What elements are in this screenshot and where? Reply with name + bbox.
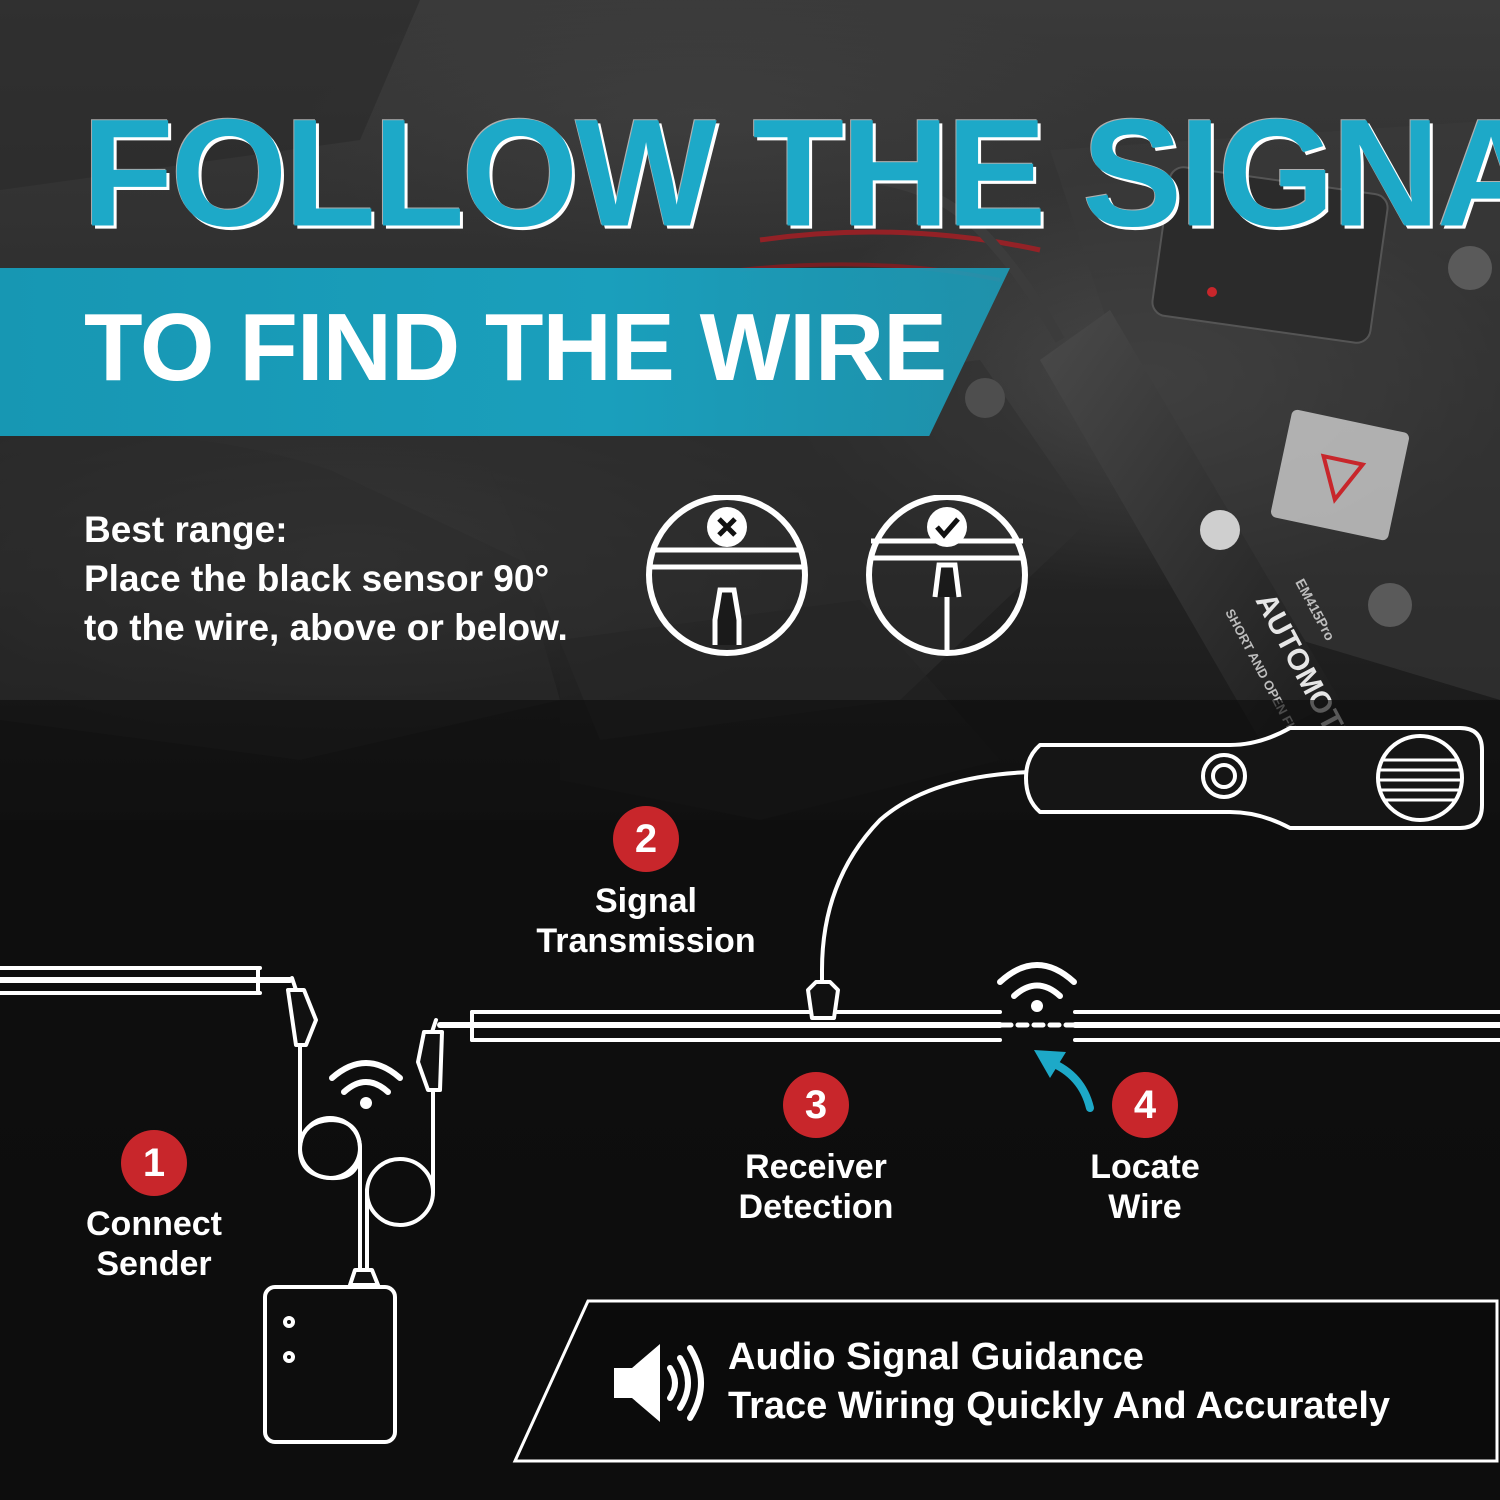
- step-1-line2: Sender: [96, 1245, 212, 1283]
- step-4-label: Locate Wire: [1055, 1147, 1235, 1227]
- receiver-probe: [1024, 726, 1484, 830]
- step-1-label: Connect Sender: [54, 1204, 254, 1284]
- range-note-line3: to the wire, above or below.: [84, 607, 568, 648]
- wrong-position-icon: [646, 495, 808, 656]
- step-3-badge: 3: [783, 1072, 849, 1138]
- correct-position-icon: [866, 495, 1028, 656]
- range-note-line2: Place the black sensor 90°: [84, 558, 550, 599]
- locate-arrow-icon: [1034, 1050, 1094, 1112]
- x-mark-icon: [707, 507, 747, 547]
- sender-box: [263, 1285, 397, 1444]
- audio-guidance-subtitle: Trace Wiring Quickly And Accurately: [728, 1385, 1391, 1427]
- audio-guidance-panel: Audio Signal Guidance Trace Wiring Quick…: [512, 1298, 1500, 1464]
- clip-left: [286, 976, 318, 1047]
- step-2-label: Signal Transmission: [516, 881, 776, 961]
- step-1-line1: Connect: [86, 1205, 222, 1243]
- probe-brand-label: AUTOMOTIVE: [1249, 588, 1372, 780]
- range-note-title: Best range:: [84, 509, 288, 550]
- step-3-line2: Detection: [738, 1188, 894, 1226]
- step-4-line1: Locate: [1090, 1148, 1200, 1186]
- speaker-icon: [614, 1344, 704, 1422]
- signal-wave-dots: [360, 1000, 1043, 1109]
- step-4-line2: Wire: [1108, 1188, 1182, 1226]
- step-2-line2: Transmission: [536, 922, 756, 960]
- sensor-position-icons: [646, 495, 1028, 656]
- receiver-tip: [806, 980, 840, 1020]
- step-3-label: Receiver Detection: [706, 1147, 926, 1227]
- check-mark-icon: [927, 507, 967, 547]
- subheadline-banner: [0, 268, 1010, 436]
- clip-right: [416, 1018, 444, 1092]
- probe-subtitle-label: SHORT AND OPEN FINDER: [1222, 606, 1315, 763]
- signal-wave-icon-sender: [329, 1060, 403, 1095]
- step-3-line1: Receiver: [745, 1148, 887, 1186]
- headline: FOLLOW THE SIGNAL: [82, 86, 1500, 259]
- step-1-badge: 1: [121, 1130, 187, 1196]
- audio-panel-frame: [512, 1299, 1499, 1463]
- subheadline: TO FIND THE WIRE: [84, 294, 947, 401]
- signal-wave-icon-break: [997, 962, 1077, 999]
- step-4-badge: 4: [1112, 1072, 1178, 1138]
- step-2-badge: 2: [613, 806, 679, 872]
- step-2-line1: Signal: [594, 882, 698, 920]
- range-note: Best range: Place the black sensor 90° t…: [84, 505, 644, 652]
- audio-guidance-title: Audio Signal Guidance: [728, 1336, 1144, 1378]
- probe-model-label: EM415Pro: [1292, 576, 1338, 643]
